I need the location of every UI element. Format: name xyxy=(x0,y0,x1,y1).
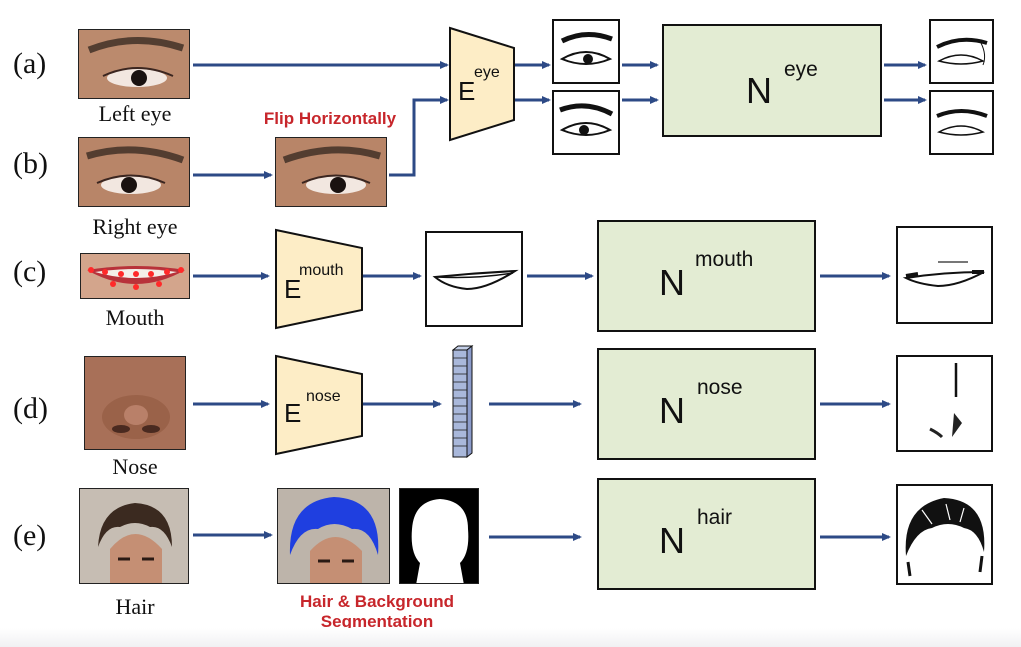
flipped-eye-photo xyxy=(275,137,387,207)
eye-sketch-a xyxy=(552,19,620,84)
background-mask xyxy=(399,488,479,584)
network-eye-sup: eye xyxy=(784,58,818,81)
encoder-eye-label: E xyxy=(458,76,476,106)
hair-caption: Hair xyxy=(115,594,155,619)
network-nose: N nose xyxy=(597,348,816,460)
row-label-a: (a) xyxy=(13,47,47,80)
network-hair-label: N xyxy=(659,520,685,561)
nose-caption: Nose xyxy=(112,454,158,479)
network-eye: N eye xyxy=(662,24,882,137)
network-nose-label: N xyxy=(659,390,685,431)
mouth-sketch xyxy=(425,231,523,327)
right-eye-photo xyxy=(78,137,190,207)
encoder-mouth-sup: mouth xyxy=(299,262,344,279)
output-nose xyxy=(896,355,993,452)
encoder-eye-shape xyxy=(449,26,515,142)
output-eye-b xyxy=(929,90,994,155)
row-label-c: (c) xyxy=(13,255,47,288)
bottom-shade xyxy=(0,628,1021,647)
left-eye-caption: Left eye xyxy=(98,101,172,126)
row-label-e: (e) xyxy=(13,519,47,552)
encoder-nose-sup: nose xyxy=(306,388,341,405)
arrow-flip-to-encoder xyxy=(389,96,449,177)
left-eye-photo xyxy=(78,29,190,99)
encoder-eye-sup: eye xyxy=(474,64,500,81)
output-eye-a xyxy=(929,19,994,84)
mouth-caption: Mouth xyxy=(105,305,165,330)
segmentation-annotation-line1: Hair & Background xyxy=(300,592,454,611)
flip-annotation: Flip Horizontally xyxy=(263,109,397,128)
mouth-photo xyxy=(80,253,190,299)
network-nose-sup: nose xyxy=(697,376,743,399)
network-hair-sup: hair xyxy=(697,506,733,529)
encoder-mouth-shape xyxy=(275,228,363,330)
output-hair xyxy=(896,484,993,585)
right-eye-caption: Right eye xyxy=(92,214,178,239)
network-mouth-sup: mouth xyxy=(695,248,754,271)
segmentation-annotation-line2: Segmentation xyxy=(320,612,434,631)
nose-photo xyxy=(84,356,186,450)
row-label-b: (b) xyxy=(13,147,48,180)
encoder-nose-shape xyxy=(275,354,363,456)
segmentation-annotation: Hair & Background Segmentation xyxy=(262,592,492,632)
network-mouth-label: N xyxy=(659,262,685,303)
network-mouth: N mouth xyxy=(597,220,816,332)
nose-feature-vector xyxy=(452,345,474,459)
network-hair: N hair xyxy=(597,478,816,590)
row-label-d: (d) xyxy=(13,392,48,425)
eye-sketch-b xyxy=(552,90,620,155)
encoder-nose-label: E xyxy=(284,398,302,428)
output-mouth xyxy=(896,226,993,324)
encoder-mouth-label: E xyxy=(284,274,302,304)
network-eye-label: N xyxy=(746,70,772,111)
hair-photo xyxy=(79,488,189,584)
hair-segmentation-photo xyxy=(277,488,390,584)
